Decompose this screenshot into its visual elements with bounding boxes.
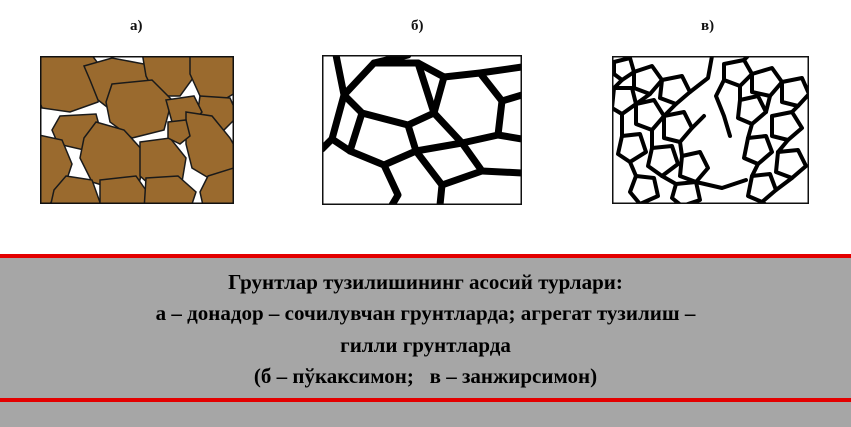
chain-link	[662, 110, 694, 144]
chain-link	[770, 110, 804, 142]
cell-wall	[346, 121, 420, 169]
chain-link	[646, 144, 680, 178]
chain-bond	[776, 138, 790, 154]
chain-structure-diagram	[612, 56, 809, 204]
caption-line-2: а – донадор – сочилувчан грунтларда; агр…	[155, 301, 696, 325]
chain-bond	[764, 94, 772, 114]
bottom-divider	[0, 398, 851, 402]
cell-wall	[430, 73, 448, 117]
chain-bond	[714, 78, 732, 138]
chain-bond	[678, 140, 684, 158]
chain-bond	[628, 160, 638, 178]
chain-link	[678, 150, 710, 184]
cell-wall	[322, 55, 348, 153]
chain-bond	[660, 174, 678, 186]
caption-line-4: (б – пўкаксимон; в – занжирсимон)	[253, 364, 598, 388]
grain	[167, 119, 191, 145]
grain	[105, 79, 173, 139]
caption-line-1: Грунтлар тузилишининг асосий турлари:	[228, 270, 623, 294]
cell-wall	[412, 139, 466, 155]
chain-bond	[746, 122, 754, 140]
chain-link	[632, 64, 664, 96]
top-divider	[0, 254, 851, 258]
chain-link	[736, 94, 768, 126]
cell-wall	[494, 131, 522, 143]
chain-bond	[750, 162, 760, 178]
panel-label-c: в)	[701, 18, 715, 34]
cellular-structure-diagram	[322, 55, 522, 205]
cell-wall	[438, 167, 486, 189]
granular-structure-diagram	[40, 56, 234, 204]
grain	[199, 167, 234, 204]
chain-link	[616, 132, 648, 164]
chain-link	[628, 174, 660, 204]
chain-link	[746, 172, 778, 204]
chain-link	[774, 148, 808, 180]
chain-bond	[634, 92, 652, 106]
grain	[185, 111, 234, 181]
caption-line-3: гилли грунтларда	[340, 333, 511, 357]
chain-bond	[694, 178, 748, 190]
chain-link	[750, 66, 784, 98]
chain-link	[634, 98, 666, 132]
grain	[50, 175, 102, 204]
chain-link	[780, 76, 809, 108]
chain-bond	[774, 176, 794, 192]
panel-label-a: а)	[130, 18, 143, 34]
cell-wall	[430, 97, 506, 147]
chain-bond	[662, 102, 678, 118]
chain-bond	[688, 56, 714, 94]
cell-wall	[380, 161, 402, 205]
chain-link	[722, 58, 754, 88]
chain-link	[742, 134, 774, 166]
chain-link	[658, 74, 692, 106]
chain-bond	[612, 78, 624, 90]
chain-bond	[690, 114, 706, 130]
chain-bond	[790, 104, 800, 114]
panel-label-b: б)	[411, 18, 424, 34]
chain-link	[612, 56, 636, 82]
grain	[143, 175, 197, 204]
